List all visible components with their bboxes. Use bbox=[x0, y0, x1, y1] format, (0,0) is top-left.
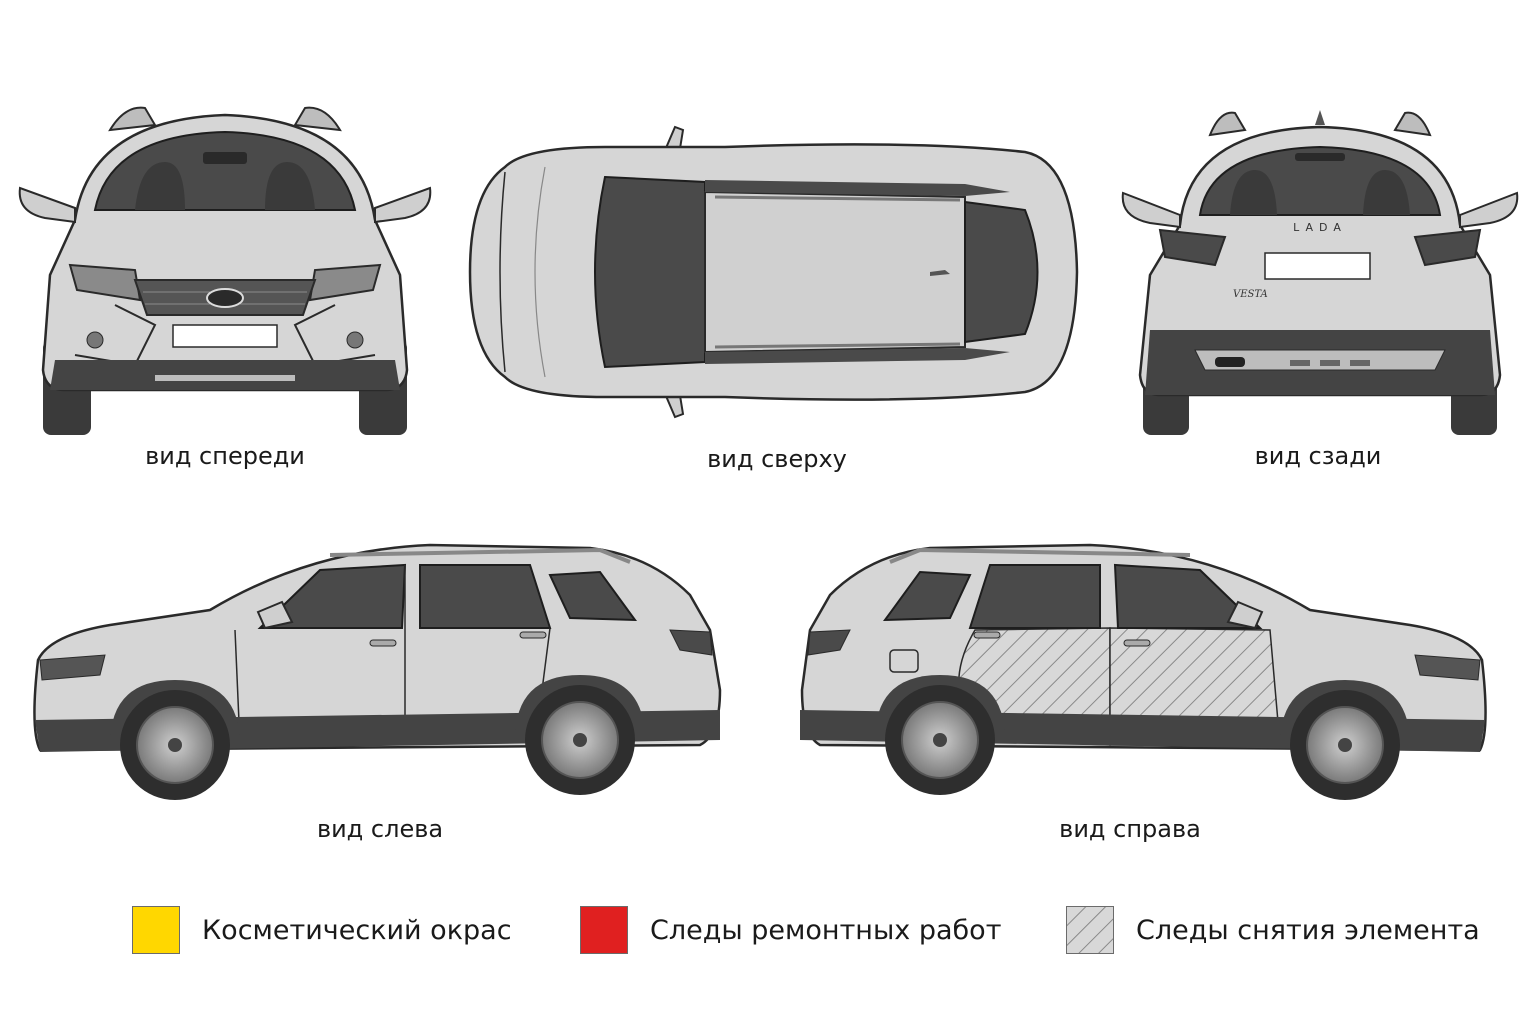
front-view-caption: вид спереди bbox=[145, 442, 305, 470]
roof bbox=[704, 190, 966, 354]
rear-badge: LADA bbox=[1293, 221, 1347, 234]
rear-view-caption: вид сзади bbox=[1254, 442, 1382, 470]
top-windshield bbox=[594, 175, 706, 369]
legend-swatch-red bbox=[580, 906, 628, 954]
left-headlight bbox=[68, 263, 142, 302]
rear-plate bbox=[1264, 252, 1371, 280]
rear-window-top bbox=[964, 200, 1039, 344]
right-headlight bbox=[308, 263, 382, 302]
rear-view: LADA VESTA bbox=[1115, 105, 1525, 440]
legend-label: Косметический окрас bbox=[202, 914, 512, 946]
left-taillight bbox=[1158, 228, 1227, 267]
left-rear-window bbox=[419, 564, 552, 629]
legend-element-removal: Следы снятия элемента bbox=[1066, 905, 1480, 955]
model-badge: VESTA bbox=[1233, 289, 1268, 300]
top-view bbox=[465, 122, 1085, 422]
left-side-view bbox=[30, 540, 730, 805]
legend-label: Следы ремонтных работ bbox=[650, 914, 1002, 946]
legend-cosmetic-paint: Косметический окрас bbox=[132, 905, 512, 955]
legend-label: Следы снятия элемента bbox=[1136, 914, 1480, 946]
lada-logo bbox=[206, 288, 244, 308]
right-view-caption: вид справа bbox=[1059, 815, 1201, 843]
front-view bbox=[15, 100, 435, 440]
legend-swatch-hatch bbox=[1066, 906, 1114, 954]
right-mirror bbox=[374, 186, 432, 224]
top-view-caption: вид сверху bbox=[707, 445, 847, 473]
right-side-view bbox=[800, 540, 1490, 805]
legend-repair-traces: Следы ремонтных работ bbox=[580, 905, 1001, 955]
legend-swatch-yellow bbox=[132, 906, 180, 954]
right-taillight bbox=[1413, 228, 1482, 267]
left-mirror bbox=[18, 186, 76, 224]
left-view-caption: вид слева bbox=[316, 815, 444, 843]
front-plate bbox=[172, 324, 278, 348]
